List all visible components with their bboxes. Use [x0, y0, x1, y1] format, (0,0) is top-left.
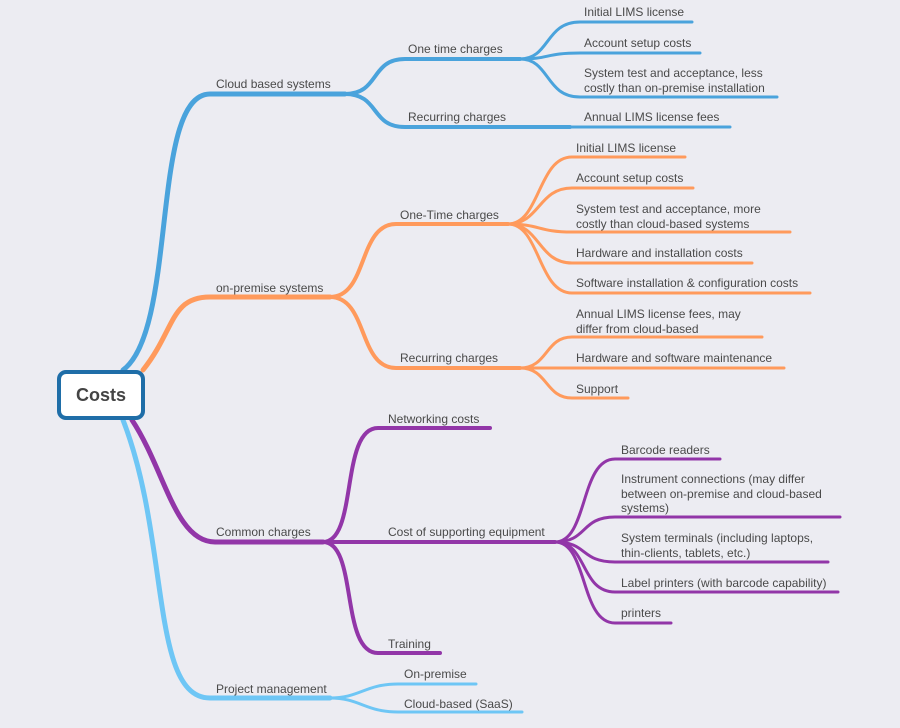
branch-common-charges[interactable]: Common charges: [216, 525, 311, 539]
connector-project-item-2: [328, 696, 524, 714]
node-onprem-system-test[interactable]: System test and acceptance, more costly …: [576, 202, 761, 231]
connector-equip-item-2: [553, 515, 842, 544]
connector-cloud-item-3: [518, 57, 779, 99]
connector-project-item-1: [328, 682, 478, 700]
connector-root-project: [120, 417, 333, 701]
node-label-printers[interactable]: Label printers (with barcode capability): [621, 576, 827, 590]
node-onprem-support[interactable]: Support: [576, 382, 619, 396]
node-cloud-system-test[interactable]: System test and acceptance, less costly …: [584, 66, 765, 95]
connector-onprem-onetime: [328, 222, 510, 299]
node-networking-costs[interactable]: Networking costs: [388, 412, 480, 426]
node-cloud-one-time-charges[interactable]: One time charges: [408, 42, 503, 56]
branch-on-premise-systems[interactable]: on-premise systems: [216, 281, 324, 295]
connector-cloud-onetime: [343, 57, 522, 96]
node-printers[interactable]: printers: [621, 606, 662, 620]
node-cloud-initial-lims-license[interactable]: Initial LIMS license: [584, 5, 685, 19]
node-cloud-account-setup-costs[interactable]: Account setup costs: [584, 36, 692, 50]
node-onprem-account-setup-costs[interactable]: Account setup costs: [576, 171, 684, 185]
node-project-on-premise[interactable]: On-premise: [404, 667, 467, 681]
node-onprem-one-time-charges[interactable]: One-Time charges: [400, 208, 499, 222]
connector-onprem-recurring: [328, 295, 522, 370]
connector-cloud-item-2: [518, 51, 702, 61]
connector-equip-item-5: [553, 540, 673, 625]
node-supporting-equipment[interactable]: Cost of supporting equipment: [388, 525, 545, 539]
connector-equip-item-1: [553, 457, 722, 544]
node-onprem-hardware-installation[interactable]: Hardware and installation costs: [576, 246, 743, 260]
connector-root-onprem: [140, 294, 333, 373]
node-project-cloud-based-saas[interactable]: Cloud-based (SaaS): [404, 697, 513, 711]
connector-root-common: [129, 417, 326, 545]
node-onprem-software-installation[interactable]: Software installation & configuration co…: [576, 276, 799, 290]
node-training[interactable]: Training: [388, 637, 431, 651]
node-onprem-annual-lims-fees[interactable]: Annual LIMS license fees, may differ fro…: [576, 307, 741, 336]
branch-project-management[interactable]: Project management: [216, 682, 327, 696]
connector-onprem-item-2: [506, 186, 695, 226]
connector-root-cloud: [120, 91, 348, 373]
node-barcode-readers[interactable]: Barcode readers: [621, 443, 710, 457]
node-system-terminals[interactable]: System terminals (including laptops, thi…: [621, 531, 814, 560]
node-onprem-initial-lims-license[interactable]: Initial LIMS license: [576, 141, 677, 155]
branch-cloud-based-systems[interactable]: Cloud based systems: [216, 77, 331, 91]
connector-onprem-rec-item-3: [518, 366, 630, 400]
connector-common-networking: [321, 426, 492, 544]
node-onprem-hw-sw-maintenance[interactable]: Hardware and software maintenance: [576, 351, 773, 365]
node-onprem-recurring-charges[interactable]: Recurring charges: [400, 351, 499, 365]
connector-onprem-item-1: [506, 155, 687, 226]
root-node-costs[interactable]: Costs: [57, 370, 145, 420]
connector-cloud-recurring: [343, 92, 572, 129]
node-instrument-connections[interactable]: Instrument connections (may differ betwe…: [621, 472, 822, 515]
connector-onprem-item-5: [506, 222, 812, 295]
connector-common-training: [321, 540, 442, 655]
node-cloud-recurring-charges[interactable]: Recurring charges: [408, 110, 507, 124]
node-cloud-annual-lims-fees[interactable]: Annual LIMS license fees: [584, 110, 720, 124]
